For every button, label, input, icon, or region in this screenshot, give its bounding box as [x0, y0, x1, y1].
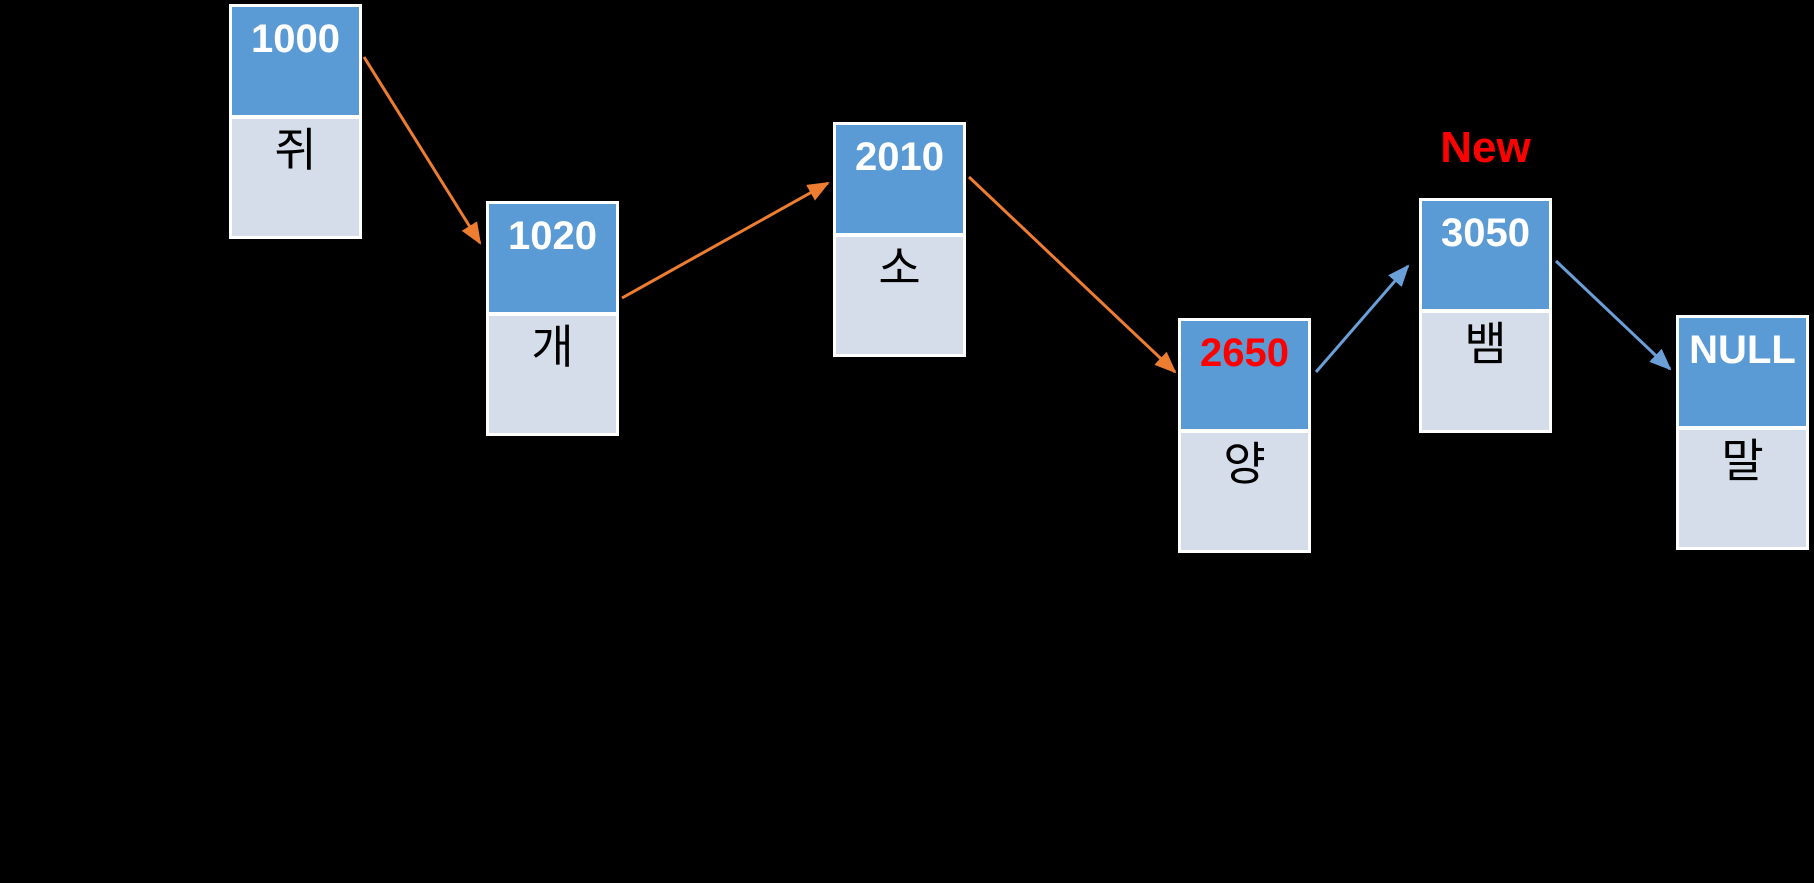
- node-1000-data-cell: 쥐: [232, 119, 359, 236]
- node-null-data: 말: [1721, 435, 1764, 487]
- node-1020-address: 1020: [508, 214, 597, 258]
- linked-list-node-1020: 1020 개: [486, 201, 619, 436]
- node-null-address-cell: NULL: [1679, 318, 1806, 426]
- linked-list-node-2010: 2010 소: [833, 122, 966, 357]
- node-null-data-cell: 말: [1679, 430, 1806, 547]
- node-1000-data: 쥐: [274, 124, 317, 176]
- node-1020-data: 개: [531, 321, 574, 373]
- node-2650-data: 양: [1223, 438, 1266, 490]
- node-null-address: NULL: [1689, 328, 1796, 372]
- node-2650-address: 2650: [1200, 331, 1289, 375]
- node-2010-data-cell: 소: [836, 237, 963, 354]
- new-node-annotation: New: [1440, 123, 1531, 172]
- node-1000-address-cell: 1000: [232, 7, 359, 115]
- edge-arrow-3050-to-null: [1554, 259, 1672, 371]
- node-1020-data-cell: 개: [489, 316, 616, 433]
- linked-list-node-3050-new: 3050 뱀: [1419, 198, 1552, 433]
- node-2650-address-cell: 2650: [1181, 321, 1308, 429]
- node-3050-address-cell: 3050: [1422, 201, 1549, 309]
- node-2010-address: 2010: [855, 135, 944, 179]
- node-3050-data-cell: 뱀: [1422, 313, 1549, 430]
- node-1020-address-cell: 1020: [489, 204, 616, 312]
- edge-arrow-1000-to-1020: [362, 56, 482, 245]
- edge-arrow-1020-to-2010: [621, 181, 830, 300]
- node-3050-data: 뱀: [1464, 318, 1507, 370]
- node-2010-address-cell: 2010: [836, 125, 963, 233]
- edge-arrow-2650-to-3050: [1314, 264, 1410, 373]
- linked-list-node-null: NULL 말: [1676, 315, 1809, 550]
- node-3050-address: 3050: [1441, 211, 1530, 255]
- node-1000-address: 1000: [251, 17, 340, 61]
- node-2650-data-cell: 양: [1181, 433, 1308, 550]
- linked-list-node-1000: 1000 쥐: [229, 4, 362, 239]
- linked-list-node-2650: 2650 양: [1178, 318, 1311, 553]
- edge-arrow-2010-to-2650: [967, 175, 1177, 374]
- node-2010-data: 소: [878, 242, 921, 294]
